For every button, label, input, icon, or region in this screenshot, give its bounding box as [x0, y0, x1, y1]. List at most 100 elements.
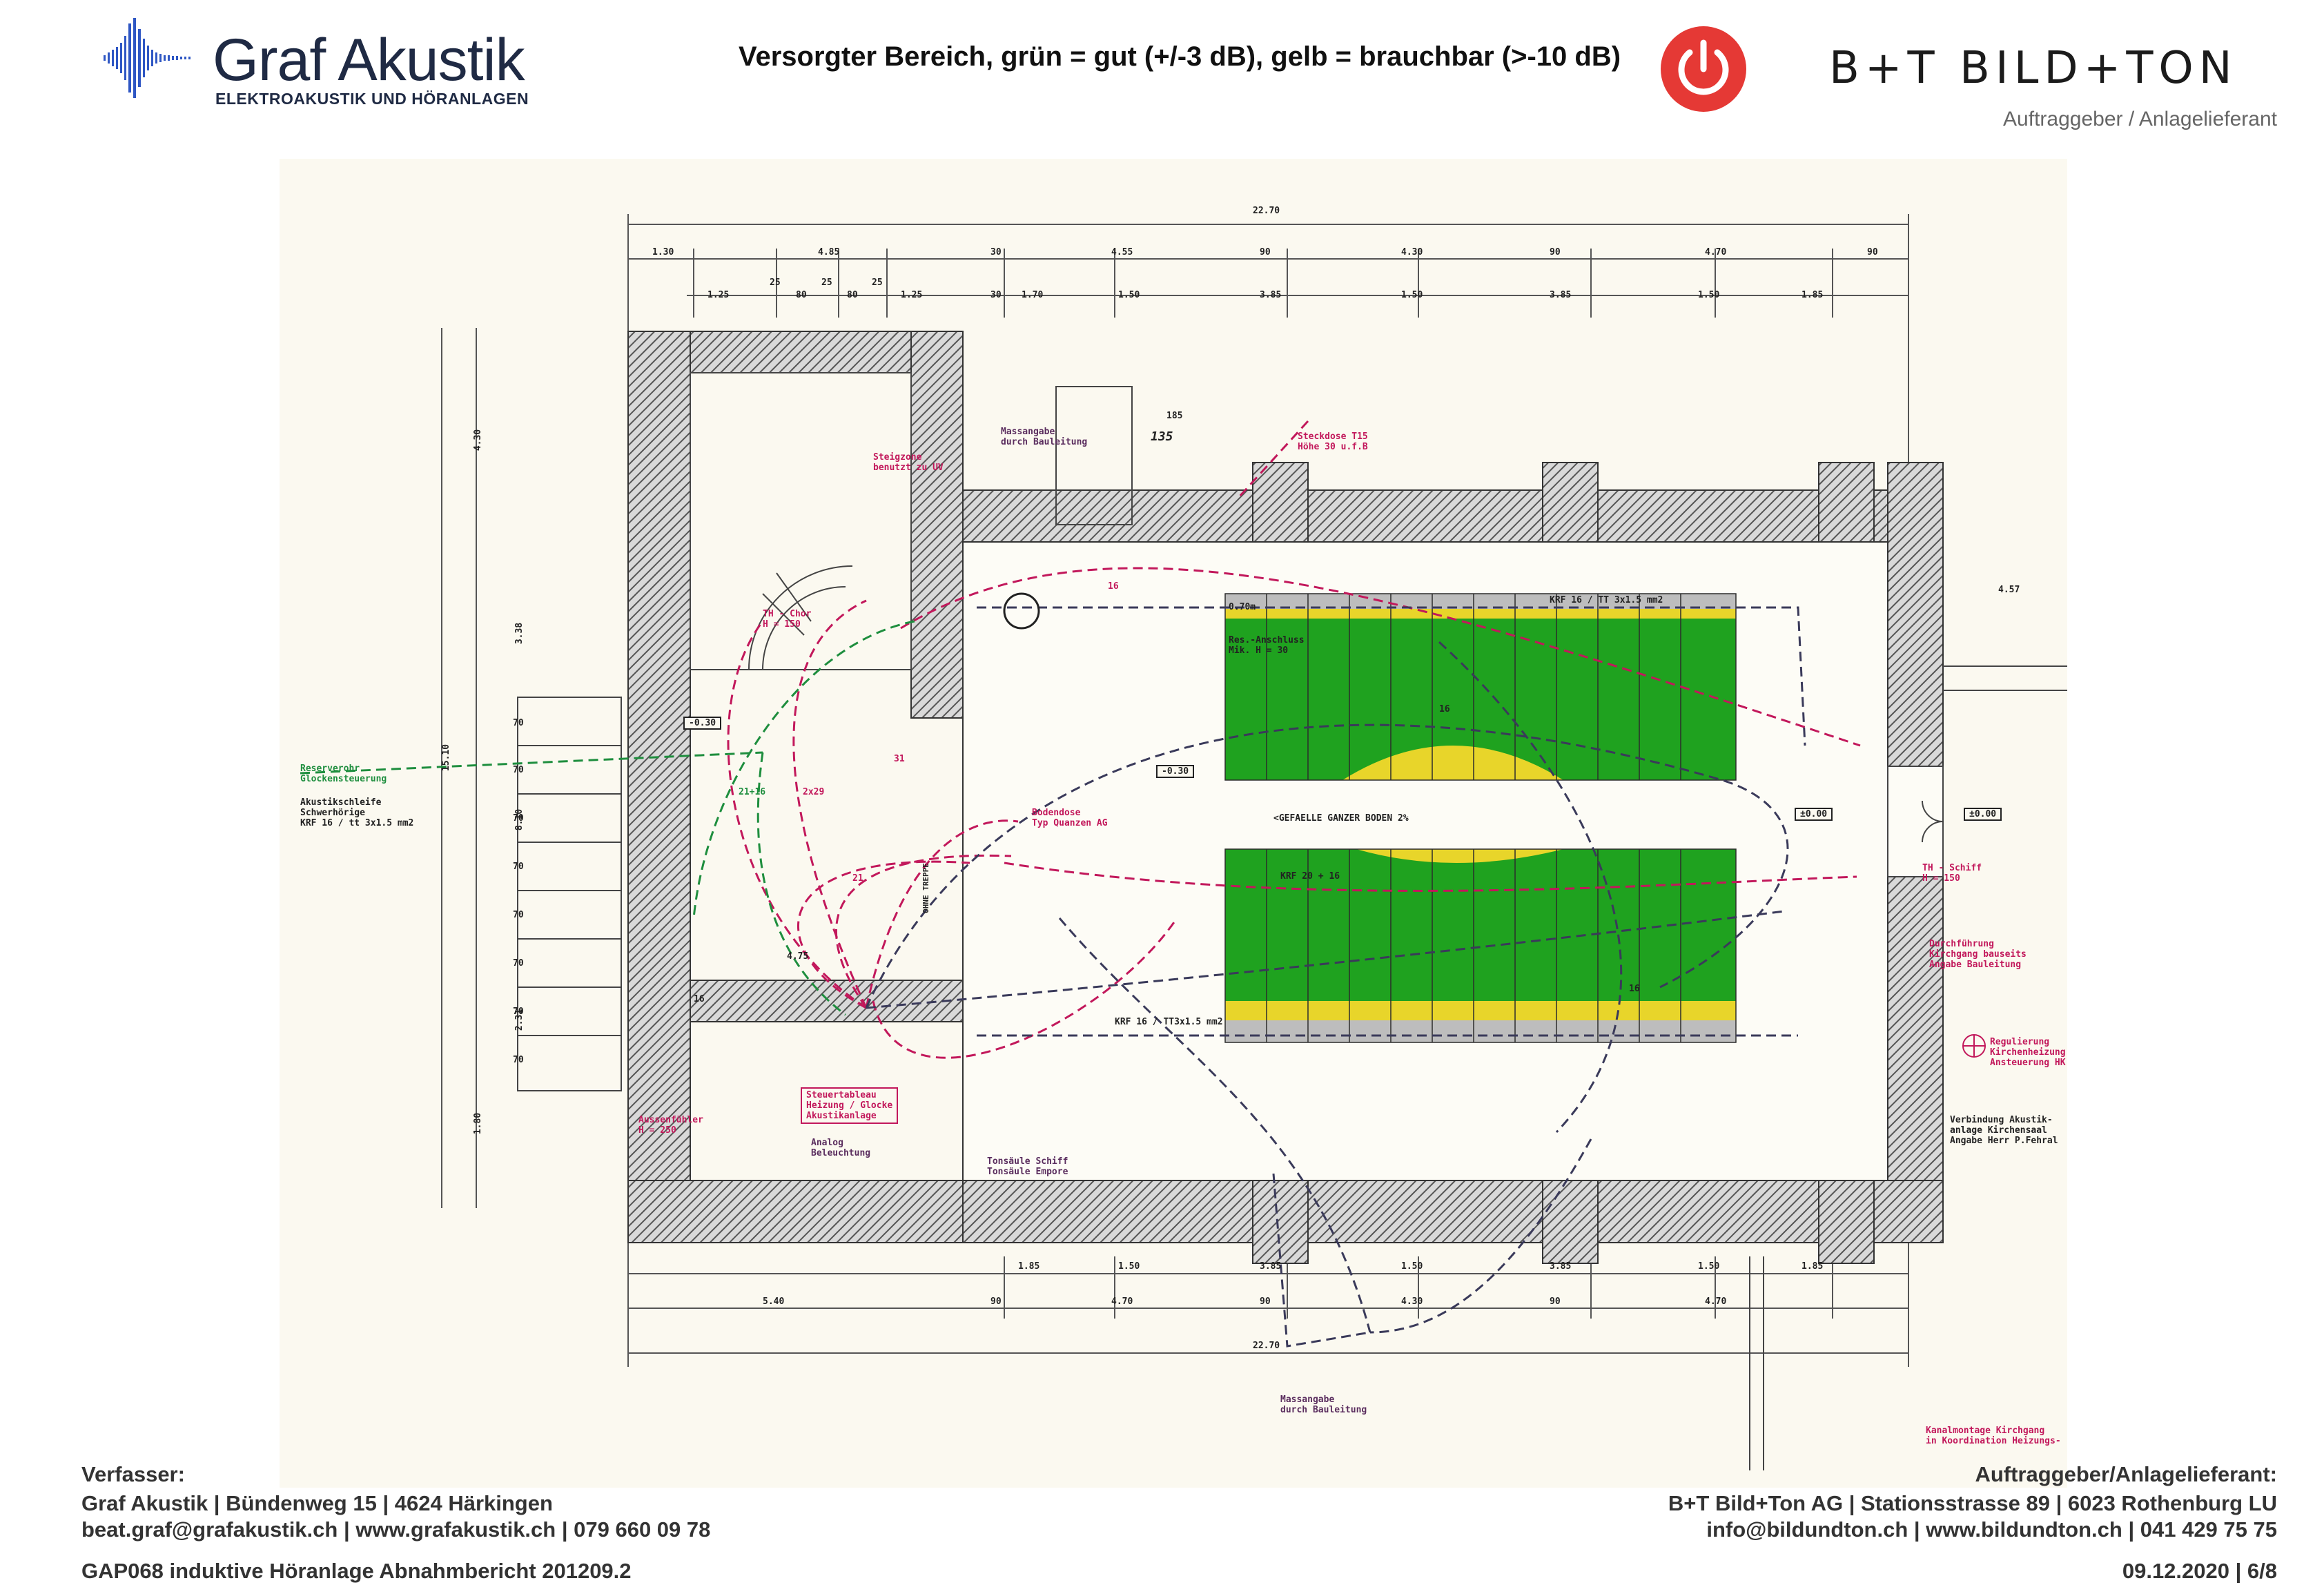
dim-left: 1.80	[473, 1112, 484, 1135]
floor-plan: 22.70 1.30 4.85 30 4.55 90 4.30 90 4.70 …	[280, 159, 2067, 1488]
label-reserverohr: Reserverohr Glockensteuerung	[300, 764, 387, 784]
dim-185: 185	[1166, 411, 1183, 421]
graf-akustik-subtitle: ELEKTROAKUSTIK UND HÖRANLAGEN	[215, 90, 529, 108]
dim-bottom2: 4.70	[1111, 1296, 1133, 1307]
soundwave-icon	[104, 18, 191, 98]
level-marker: ±0.00	[1964, 808, 2002, 821]
graf-akustik-logo: Graf Akustik ELEKTROAKUSTIK UND HÖRANLAG…	[102, 12, 544, 108]
dim-bottom: 1.85	[1801, 1261, 1824, 1272]
coverage-zone-bottom	[1225, 849, 1736, 1042]
page-title: Versorgter Bereich, grün = gut (+/-3 dB)…	[739, 41, 1621, 72]
dim-top2: 25	[821, 278, 832, 288]
pew-grid	[1224, 593, 1737, 1043]
label-steigzone: Steigzone benutzt zu UV	[873, 452, 944, 473]
dim-top: 1.30	[652, 247, 674, 257]
bild-ton-logo: B+T BILD+TON	[1829, 43, 2238, 94]
level-marker: -0.30	[683, 717, 722, 730]
dim-bottom2: 4.70	[1705, 1296, 1727, 1307]
dim-left: 4.30	[473, 429, 484, 451]
stair-step-dim: 70	[513, 813, 524, 824]
stair-step-dim: 70	[513, 910, 524, 920]
cable-label: 21	[852, 873, 863, 884]
label-krf-20: KRF 20 + 16	[1280, 871, 1340, 882]
dim-top2: 25	[770, 278, 781, 288]
stair-step-dim: 70	[513, 1007, 524, 1017]
dim-top: 90	[1550, 247, 1561, 257]
label-th-chor: TH - Chor H = 150	[763, 609, 812, 630]
dim-bottom: 1.50	[1401, 1261, 1423, 1272]
bild-ton-subtitle: Auftraggeber / Anlagelieferant	[2003, 108, 2277, 130]
dim-left: 3.38	[514, 622, 525, 645]
dim-top2: 1.70	[1022, 290, 1044, 300]
footer-author-role: Verfasser:	[81, 1462, 185, 1486]
dim-bottom: 3.85	[1260, 1261, 1282, 1272]
dimension-ticks	[693, 249, 1833, 1319]
dim-475: 4.75	[787, 951, 809, 962]
dim-top2: 1.25	[901, 290, 923, 300]
dim-bottom: 1.50	[1118, 1261, 1140, 1272]
label-steckdose: Steckdose T15 Höhe 30 u.f.B	[1298, 431, 1368, 452]
stair-step-dim: 70	[513, 765, 524, 775]
dim-bottom2: 4.30	[1401, 1296, 1423, 1307]
cable-label: 16	[694, 994, 705, 1004]
cable-routes-dark	[865, 606, 1806, 1348]
dim-top2: 3.85	[1260, 290, 1282, 300]
dim-135: 135	[1151, 429, 1173, 444]
dim-top: 4.85	[818, 247, 840, 257]
graf-akustik-name: Graf Akustik	[213, 27, 525, 93]
dim-bottom2: 90	[990, 1296, 1002, 1307]
label-regulierung: Regulierung Kirchenheizung Ansteuerung H…	[1990, 1037, 2066, 1068]
dim-top2: 3.85	[1550, 290, 1572, 300]
baptismal-font	[1003, 592, 1040, 630]
label-ohne-treppe: OHNE TREPPE	[921, 863, 930, 913]
annex-lines	[1749, 665, 2067, 1470]
dim-bottom: 1.85	[1018, 1261, 1040, 1272]
label-analog: Analog Beleuchtung	[811, 1138, 871, 1158]
dim-top: 30	[990, 247, 1002, 257]
floor-plan-drawing	[300, 214, 2067, 1470]
tower-stairs	[690, 372, 1133, 670]
footer-doc-id: GAP068 induktive Höranlage Abnahmbericht…	[81, 1559, 632, 1583]
footer-client-contact: info@bildundton.ch | www.bildundton.ch |…	[1706, 1517, 2277, 1542]
cable-routes-green	[300, 620, 915, 1016]
label-res-anschluss: Res.-Anschluss Mik. H = 30	[1229, 635, 1305, 656]
dim-top: 4.30	[1401, 247, 1423, 257]
stair-step-dim: 70	[513, 958, 524, 969]
coverage-zone-top	[1225, 594, 1736, 780]
cable-label: 2x29	[803, 787, 825, 797]
cable-label: 16	[1629, 984, 1640, 994]
dim-bottom: 3.85	[1550, 1261, 1572, 1272]
footer-client-address: B+T Bild+Ton AG | Stationsstrasse 89 | 6…	[1668, 1491, 2277, 1515]
label-070: 0.70m	[1229, 602, 1256, 612]
cable-label: 16	[1439, 704, 1450, 715]
dim-top: 4.70	[1705, 247, 1727, 257]
dim-top2: 80	[847, 290, 858, 300]
dim-bottom: 1.50	[1698, 1261, 1720, 1272]
label-kanalmontage: Kanalmontage Kirchgang in Koordination H…	[1926, 1426, 2061, 1446]
dim-top2: 1.50	[1698, 290, 1720, 300]
label-gefaelle: <GEFAELLE GANZER BODEN 2%	[1273, 813, 1409, 824]
stair-step-dim: 70	[513, 718, 524, 728]
label-steuertableau: Steuertableau Heizung / Glocke Akustikan…	[801, 1087, 899, 1124]
label-aussenfuehler: Aussenfühler H = 250	[638, 1115, 703, 1136]
level-marker: ±0.00	[1795, 808, 1833, 821]
label-massangabe-bottom: Massangabe durch Bauleitung	[1280, 1394, 1367, 1415]
label-verbindung: Verbindung Akustik- anlage Kirchensaal A…	[1950, 1115, 2058, 1146]
dim-top: 4.55	[1111, 247, 1133, 257]
label-th-schiff: TH - Schiff H = 150	[1922, 863, 1982, 884]
footer-client-role: Auftraggeber/Anlagelieferant:	[1975, 1462, 2277, 1486]
dim-top2: 30	[990, 290, 1002, 300]
regulierung-icon	[1962, 1034, 1986, 1058]
dim-bottom2: 90	[1260, 1296, 1271, 1307]
footer-author-address: Graf Akustik | Bündenweg 15 | 4624 Härki…	[81, 1491, 553, 1515]
label-massangabe-top: Massangabe durch Bauleitung	[1001, 427, 1088, 447]
label-tonsaeule: Tonsäule Schiff Tonsäule Empore	[987, 1156, 1068, 1177]
label-krf-bottom: KRF 16 / TT3x1.5 mm2	[1115, 1017, 1223, 1027]
label-bodendose: Bodendose Typ Quanzen AG	[1032, 808, 1108, 828]
church-walls	[627, 331, 1944, 1264]
cable-label: 16	[1108, 581, 1119, 592]
dim-top2: 1.85	[1801, 290, 1824, 300]
dim-top2: 1.50	[1401, 290, 1423, 300]
cable-routes-red	[727, 420, 1861, 1059]
cable-label: 31	[894, 754, 905, 764]
